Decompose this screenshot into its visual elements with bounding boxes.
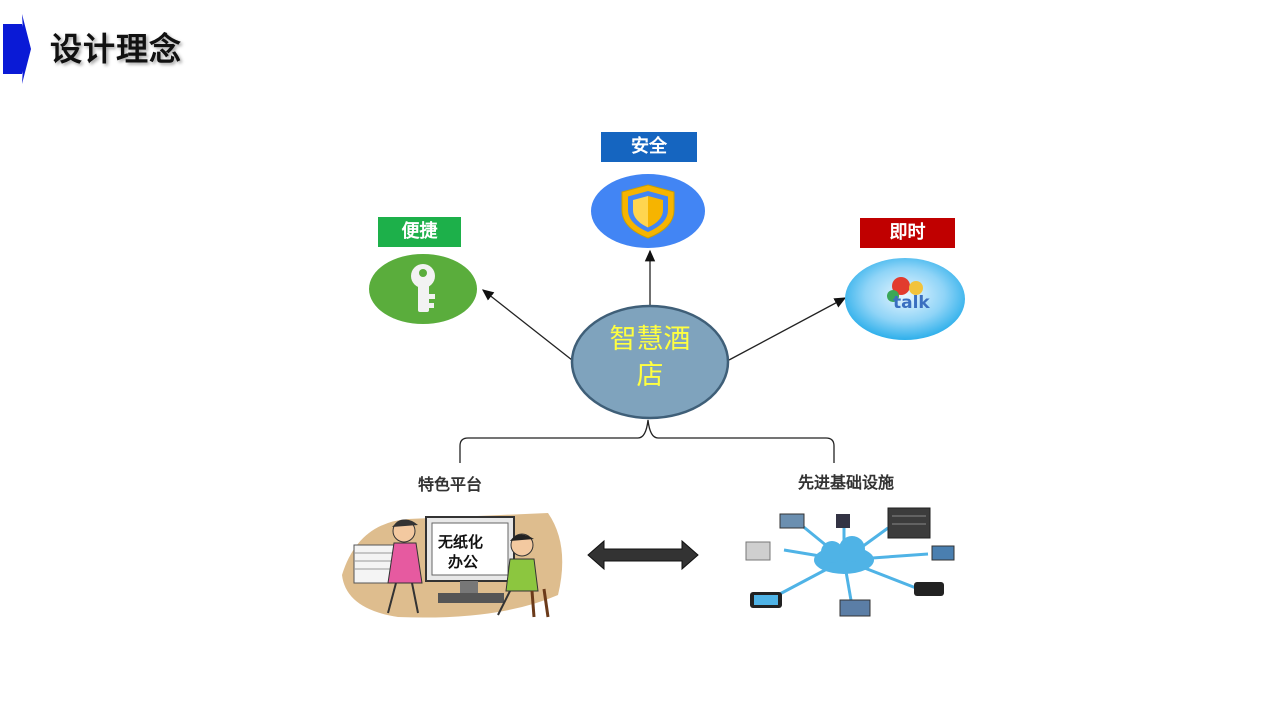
paperless-text-line2: 办公	[448, 553, 478, 571]
center-node-label: 智慧酒 店	[609, 324, 691, 391]
arrow-to-easy	[481, 289, 573, 361]
talk-logo-text: talk	[893, 293, 930, 313]
arrow-to-instant	[728, 297, 847, 361]
branch-brace	[459, 419, 835, 463]
network-infrastructure-illustration	[745, 507, 955, 617]
page-title: 设计理念	[50, 30, 183, 68]
paperless-office-illustration: 无纸化 办公	[342, 513, 563, 618]
center-node	[570, 304, 730, 420]
instant-tag: 即时	[860, 218, 955, 248]
paperless-text-line1: 无纸化	[437, 533, 483, 551]
infrastructure-caption: 先进基础设施	[798, 473, 895, 492]
shield-icon	[591, 174, 705, 248]
easy-tag: 便捷	[378, 217, 461, 247]
key-icon	[369, 254, 477, 324]
double-arrow-icon	[587, 539, 699, 571]
platform-caption: 特色平台	[418, 475, 483, 494]
chat-talk-icon: talk	[845, 258, 965, 340]
safe-tag: 安全	[601, 132, 697, 162]
title-marker-icon	[3, 14, 31, 84]
